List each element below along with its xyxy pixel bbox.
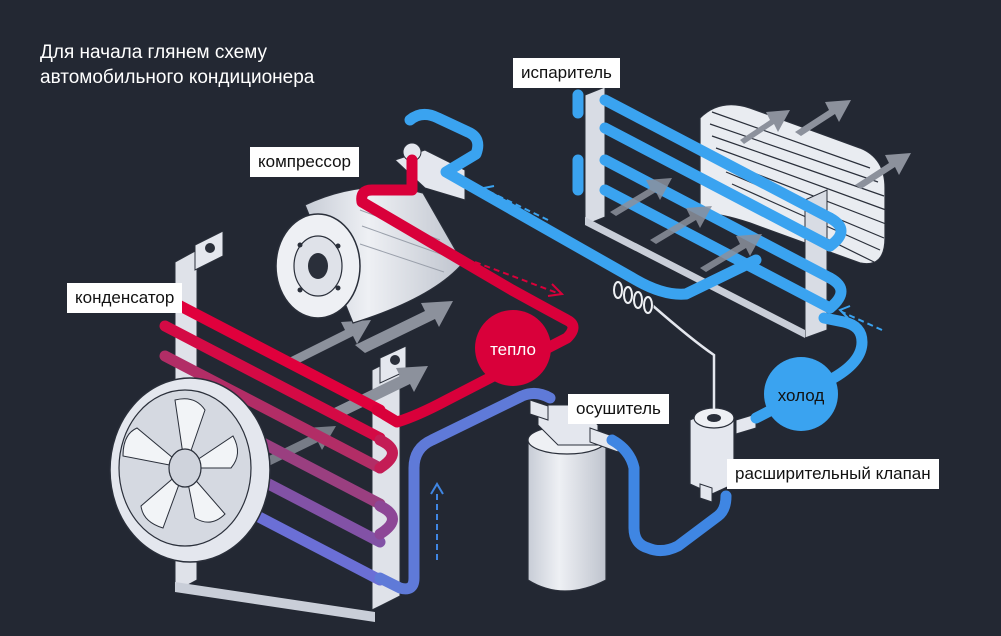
compressor-unit-icon xyxy=(275,142,466,324)
compressor-label: компрессор xyxy=(250,147,359,177)
title-line-2: автомобильного кондиционера xyxy=(40,67,315,88)
condenser-radiator-icon xyxy=(109,230,453,622)
hot-line-discharge xyxy=(356,154,579,428)
cold-bubble xyxy=(764,357,838,431)
flow-arrowheads xyxy=(430,185,851,495)
cold-line-valve-evaporator xyxy=(750,312,868,424)
expansion-valve-label: расширительный клапан xyxy=(727,459,939,489)
liquid-line-condenser-dryer xyxy=(374,387,556,595)
liquid-line-dryer-valve xyxy=(606,434,732,557)
evaporator-tubes xyxy=(572,89,847,314)
heat-bubble-label: тепло xyxy=(490,340,536,359)
cold-line-suction xyxy=(404,109,762,300)
expansion-valve-icon xyxy=(651,304,757,503)
evaporator-label: испаритель xyxy=(513,58,620,88)
cold-bubble-label: холод xyxy=(777,386,825,405)
title-line-1: Для начала глянем схему xyxy=(40,42,267,63)
evaporator-airflow-arrows xyxy=(610,100,911,272)
dashed-flow-arrow-icons xyxy=(436,189,883,560)
heat-bubble xyxy=(475,310,551,386)
evaporator-core-icon xyxy=(572,86,911,339)
receiver-dryer-icon xyxy=(527,399,619,592)
dryer-label: осушитель xyxy=(568,394,669,424)
page-title: Для начала глянем схему автомобильного к… xyxy=(40,40,314,90)
cooling-fan-icon xyxy=(109,377,271,563)
condenser-label: конденсатор xyxy=(67,283,183,313)
